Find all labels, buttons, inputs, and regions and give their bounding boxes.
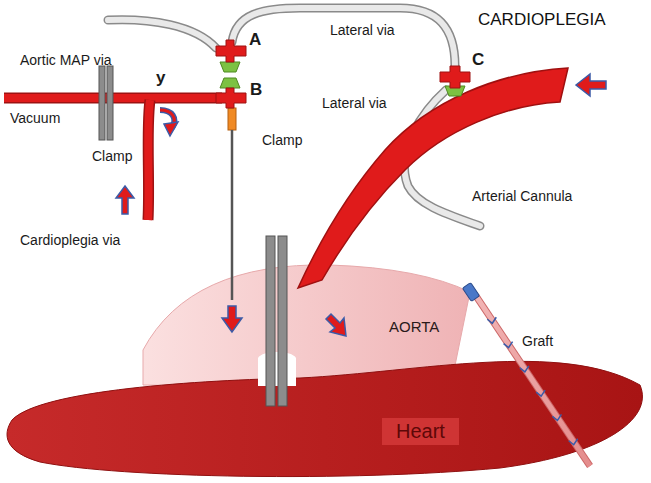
- stopcock-a: [216, 40, 246, 72]
- part-label: Lateral via: [322, 95, 387, 111]
- flow-arrow-down: [222, 306, 242, 332]
- graft-fill: [476, 296, 590, 466]
- suture-mark: [536, 390, 545, 396]
- graft: [476, 296, 590, 466]
- part-label: Vacuum: [10, 110, 60, 126]
- luer-fitting: [228, 108, 236, 130]
- part-label: Clamp: [262, 132, 302, 148]
- cardioplegia-line: [148, 100, 150, 220]
- flow-arrow-left: [576, 74, 606, 96]
- part-label: Arterial Cannula: [472, 188, 572, 204]
- flow-arrow-diag: [326, 314, 346, 336]
- graft-tip: [462, 283, 479, 302]
- part-label: Lateral via: [330, 22, 395, 38]
- graft-sutures: [487, 317, 577, 444]
- suture-mark: [520, 366, 529, 372]
- aortic-clamp: [266, 236, 287, 406]
- node-label: AORTA: [389, 318, 439, 335]
- suture-mark: [552, 414, 561, 420]
- aortic-needle: [231, 130, 234, 300]
- callout-letter: C: [472, 50, 484, 70]
- part-label: Cardioplegia via: [20, 232, 120, 248]
- node-label: Heart: [382, 418, 459, 445]
- suture-mark: [569, 439, 578, 445]
- flow-arrow-head: [164, 122, 178, 136]
- part-label: Aortic MAP via: [20, 52, 112, 68]
- callout-letter: A: [249, 30, 261, 50]
- diagram-title: CARDIOPLEGIA: [478, 10, 606, 30]
- pressure-lines: [108, 8, 455, 66]
- suture-mark: [504, 342, 513, 348]
- heart-shape-outline: [7, 361, 642, 476]
- flow-arrow-up: [116, 186, 134, 214]
- tube-clamp: [99, 66, 113, 140]
- aorta-pinch: [258, 352, 296, 386]
- stopcock-b: [216, 78, 246, 108]
- arterial-cannula: [298, 68, 568, 288]
- callout-letter: y: [156, 68, 165, 88]
- stopcock-c: [440, 66, 470, 96]
- cardioplegia-line-fill: [148, 100, 150, 220]
- part-label: Clamp: [92, 148, 132, 164]
- part-label: Graft: [522, 333, 553, 349]
- suture-mark: [487, 317, 496, 323]
- callout-letter: B: [250, 80, 262, 100]
